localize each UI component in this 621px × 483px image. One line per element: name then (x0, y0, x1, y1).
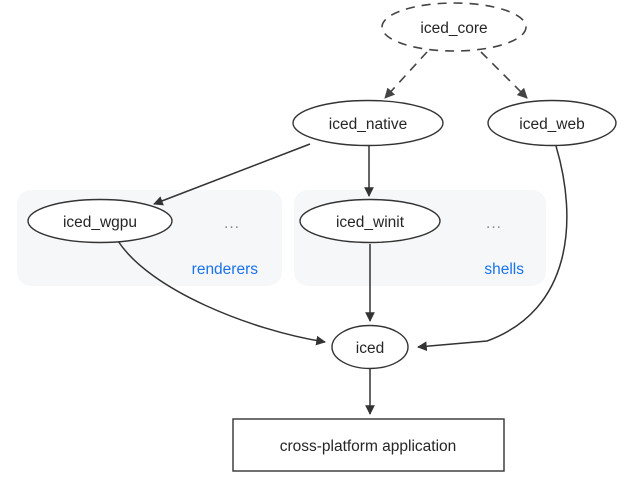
node-iced_native[interactable]: iced_native (292, 99, 444, 147)
node-iced_wgpu[interactable]: iced_wgpu (27, 198, 173, 244)
edge-iced_core-iced_web (480, 51, 528, 99)
edge-iced_core-iced_native (384, 51, 428, 99)
renderers-ellipsis: ... (224, 215, 240, 232)
iced_core-label: iced_core (420, 20, 487, 37)
node-iced_web[interactable]: iced_web (487, 99, 617, 147)
node-cross-platform-application[interactable]: cross-platform application (232, 418, 505, 472)
edge-iced_wgpu-iced (117, 240, 326, 346)
iced_native-ellipse (292, 99, 444, 147)
iced_wgpu-label: iced_wgpu (63, 214, 137, 231)
group-label-shells: shells (484, 261, 524, 278)
app-label: cross-platform application (280, 438, 457, 455)
iced_winit-ellipse (299, 198, 441, 244)
group-label-renderers: renderers (192, 261, 259, 278)
iced_wgpu-ellipse (27, 198, 173, 244)
iced-label: iced (356, 340, 384, 357)
iced_native-label: iced_native (329, 116, 407, 133)
iced_core-ellipse (381, 2, 527, 52)
shells-ellipsis: ... (486, 215, 502, 232)
node-iced_winit[interactable]: iced_winit (299, 198, 441, 244)
iced_web-label: iced_web (519, 116, 585, 133)
app-rectangle (232, 418, 505, 472)
edge-iced_native-iced_wgpu (153, 143, 311, 206)
iced_winit-label: iced_winit (336, 214, 405, 231)
iced_web-ellipse (487, 99, 617, 147)
node-iced_core[interactable]: iced_core (381, 2, 527, 52)
node-iced[interactable]: iced (331, 324, 409, 370)
edge-iced_web-iced (417, 145, 568, 352)
iced-ellipse (331, 324, 409, 370)
